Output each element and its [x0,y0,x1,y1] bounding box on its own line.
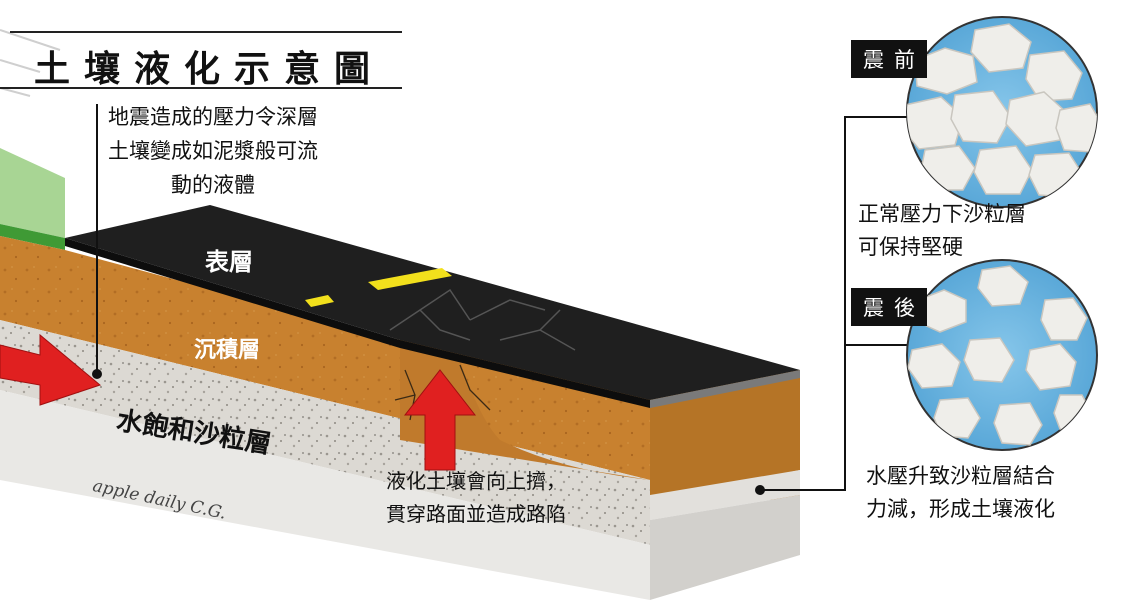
decorative-lines [0,29,61,97]
lane-marking [368,268,452,290]
base-layer [0,390,650,600]
liquefaction-note-line: 液化土壤會向上擠， [386,469,566,493]
description-line: 動的液體 [171,173,255,197]
bubble-connector [760,116,910,491]
asphalt-edge [65,238,650,408]
pressure-arrow-icon [0,333,102,406]
description-line: 土壤變成如泥漿般可流 [108,139,318,163]
before-bubble [906,16,1098,208]
before-caption: 正常壓力下沙粒層 可保持堅硬 [858,198,1026,264]
after-caption-line: 水壓升致沙粒層結合 [866,464,1055,488]
sand-side-face [650,470,800,520]
asphalt-side-edge [650,370,800,408]
description-text: 地震造成的壓力令深層 土壤變成如泥漿般可流 動的液體 [108,100,318,202]
leader-dot [92,369,102,379]
sediment-bulge [400,337,650,480]
before-badge: 震前 [851,40,927,78]
after-badge: 震後 [851,288,927,326]
sediment-side-face [650,370,800,500]
liquefaction-note: 液化土壤會向上擠， 貫穿路面並造成路陷 [386,465,566,531]
diagram-title: 土壤液化示意圖 [34,49,385,90]
surface-layer-label: 表層 [205,247,253,276]
grass-edge [0,224,65,250]
sediment-layer-label: 沉積層 [194,337,261,363]
before-caption-line: 可保持堅硬 [858,235,963,259]
liquefaction-note-line: 貫穿路面並造成路陷 [386,502,566,526]
connector-dot [755,485,765,495]
lane-marking [305,295,334,307]
after-caption-line: 力減，形成土壤液化 [866,497,1055,521]
base-side-face [650,495,800,600]
upward-arrow-icon [403,369,477,471]
description-line: 地震造成的壓力令深層 [108,105,318,129]
road-cracks [389,288,576,351]
before-caption-line: 正常壓力下沙粒層 [858,202,1026,226]
after-caption: 水壓升致沙粒層結合 力減，形成土壤液化 [866,460,1055,526]
after-bubble [906,259,1098,451]
grass-surface [0,148,65,238]
